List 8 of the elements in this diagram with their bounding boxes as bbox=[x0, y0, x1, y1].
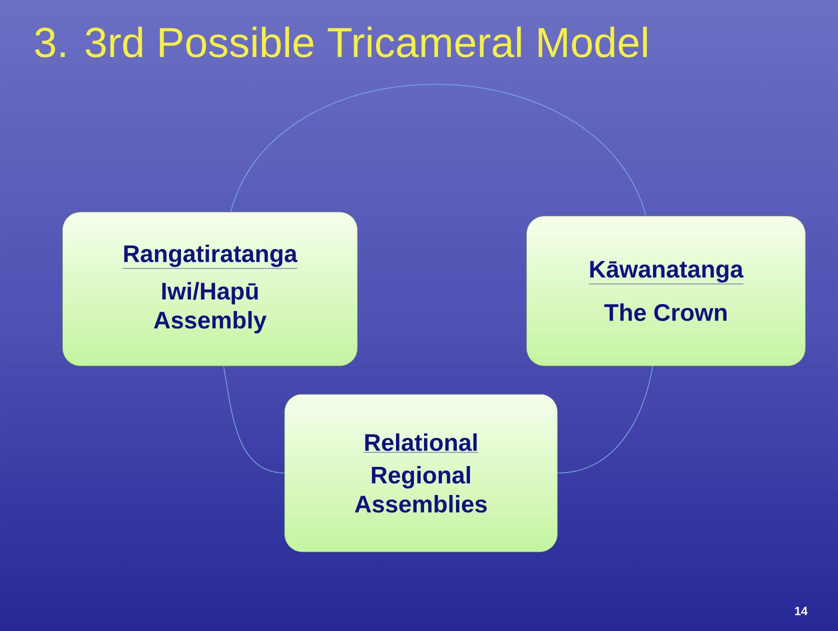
connector-arc bbox=[223, 366, 285, 474]
title: 3. 3rd Possible Tricameral Model bbox=[35, 26, 647, 58]
rounded-box: Relational Regional Assemblies bbox=[284, 394, 558, 552]
connector-arc bbox=[230, 84, 646, 216]
rounded-box: Kāwanatanga The Crown bbox=[526, 216, 806, 366]
rounded-box: Rangatiratanga Iwi/Hapū Assembly bbox=[62, 212, 358, 366]
page-number: 14 bbox=[795, 606, 808, 616]
connector-arc bbox=[557, 366, 654, 474]
